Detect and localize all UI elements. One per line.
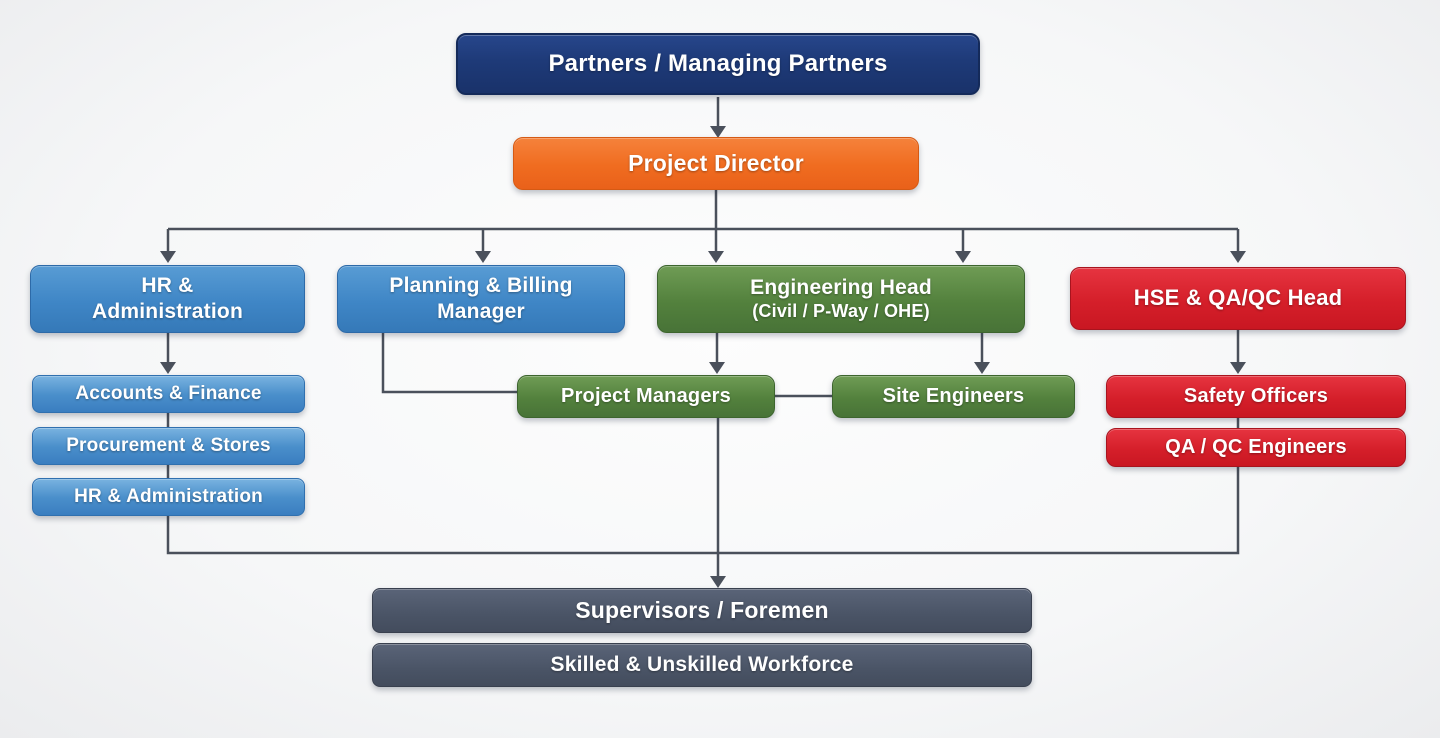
- node-hr-administration-sub-label: HR & Administration: [74, 486, 263, 508]
- node-hr-administration: HR & Administration: [30, 265, 305, 333]
- node-project-managers: Project Managers: [517, 375, 775, 418]
- node-qaqc-engineers: QA / QC Engineers: [1106, 428, 1406, 467]
- node-supervisors-foremen-label: Supervisors / Foremen: [575, 597, 829, 624]
- node-planning-billing-manager: Planning & Billing Manager: [337, 265, 625, 333]
- node-partners: Partners / Managing Partners: [456, 33, 980, 95]
- node-engineering-head: Engineering Head (Civil / P-Way / OHE): [657, 265, 1025, 333]
- node-project-managers-label: Project Managers: [561, 385, 731, 408]
- node-project-director: Project Director: [513, 137, 919, 190]
- node-site-engineers-label: Site Engineers: [882, 385, 1025, 408]
- node-site-engineers: Site Engineers: [832, 375, 1075, 418]
- node-skilled-unskilled-workforce: Skilled & Unskilled Workforce: [372, 643, 1032, 687]
- node-skilled-unskilled-workforce-label: Skilled & Unskilled Workforce: [550, 653, 854, 677]
- node-procurement-stores-label: Procurement & Stores: [66, 435, 271, 457]
- node-safety-officers: Safety Officers: [1106, 375, 1406, 418]
- node-hr-administration-sub: HR & Administration: [32, 478, 305, 516]
- node-engineering-head-sublabel: (Civil / P-Way / OHE): [752, 300, 930, 321]
- node-engineering-head-label: Engineering Head: [750, 276, 932, 300]
- node-qaqc-engineers-label: QA / QC Engineers: [1165, 436, 1347, 459]
- node-safety-officers-label: Safety Officers: [1183, 385, 1329, 408]
- node-project-director-label: Project Director: [628, 150, 804, 177]
- node-partners-label: Partners / Managing Partners: [548, 50, 888, 78]
- node-hse-qaqc-head: HSE & QA/QC Head: [1070, 267, 1406, 330]
- node-hr-administration-label: HR & Administration: [92, 274, 243, 323]
- node-supervisors-foremen: Supervisors / Foremen: [372, 588, 1032, 633]
- node-accounts-finance-label: Accounts & Finance: [75, 383, 262, 405]
- node-planning-billing-manager-label: Planning & Billing Manager: [389, 274, 573, 323]
- node-hse-qaqc-head-label: HSE & QA/QC Head: [1133, 285, 1343, 311]
- node-procurement-stores: Procurement & Stores: [32, 427, 305, 465]
- node-accounts-finance: Accounts & Finance: [32, 375, 305, 413]
